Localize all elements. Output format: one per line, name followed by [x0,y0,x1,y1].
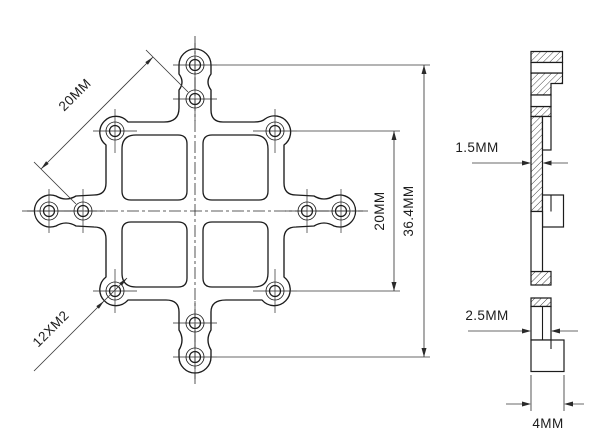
dim-hole-callout: 12XM2 [30,277,128,372]
dim-step-thickness: 2.5MM [465,308,578,334]
hole [93,269,137,313]
section-faces [530,61,565,373]
centerlines [22,36,368,386]
dimension-label: 4MM [532,416,563,431]
dim-plate-thickness: 1.5MM [455,140,568,166]
side-section-view: 1.5MM 2.5MM 4MM [455,50,584,431]
dimension-label: 36.4MM [401,185,416,236]
dimension-label: 20MM [372,191,387,230]
dim-overall-width: 4MM [506,375,584,431]
cutouts [121,134,269,288]
section-cut-regions [530,50,564,308]
dimension-label: 2.5MM [465,308,508,323]
dim-overall-height: 36.4MM [217,64,430,358]
hole [93,109,137,153]
dimension-label: 1.5MM [455,140,498,155]
front-view: 20MM 12XM2 20MM 36.4MM [22,36,430,386]
dimension-label: 20MM [56,76,94,114]
cutout-bottom-left [121,221,188,288]
hole [253,269,297,313]
dim-vertical-pitch: 20MM [297,130,400,292]
cutout-top-left [121,134,188,201]
dimension-label: 12XM2 [30,308,72,350]
cutout-top-right [202,134,269,201]
cutout-bottom-right [202,221,269,288]
hole [253,109,297,153]
